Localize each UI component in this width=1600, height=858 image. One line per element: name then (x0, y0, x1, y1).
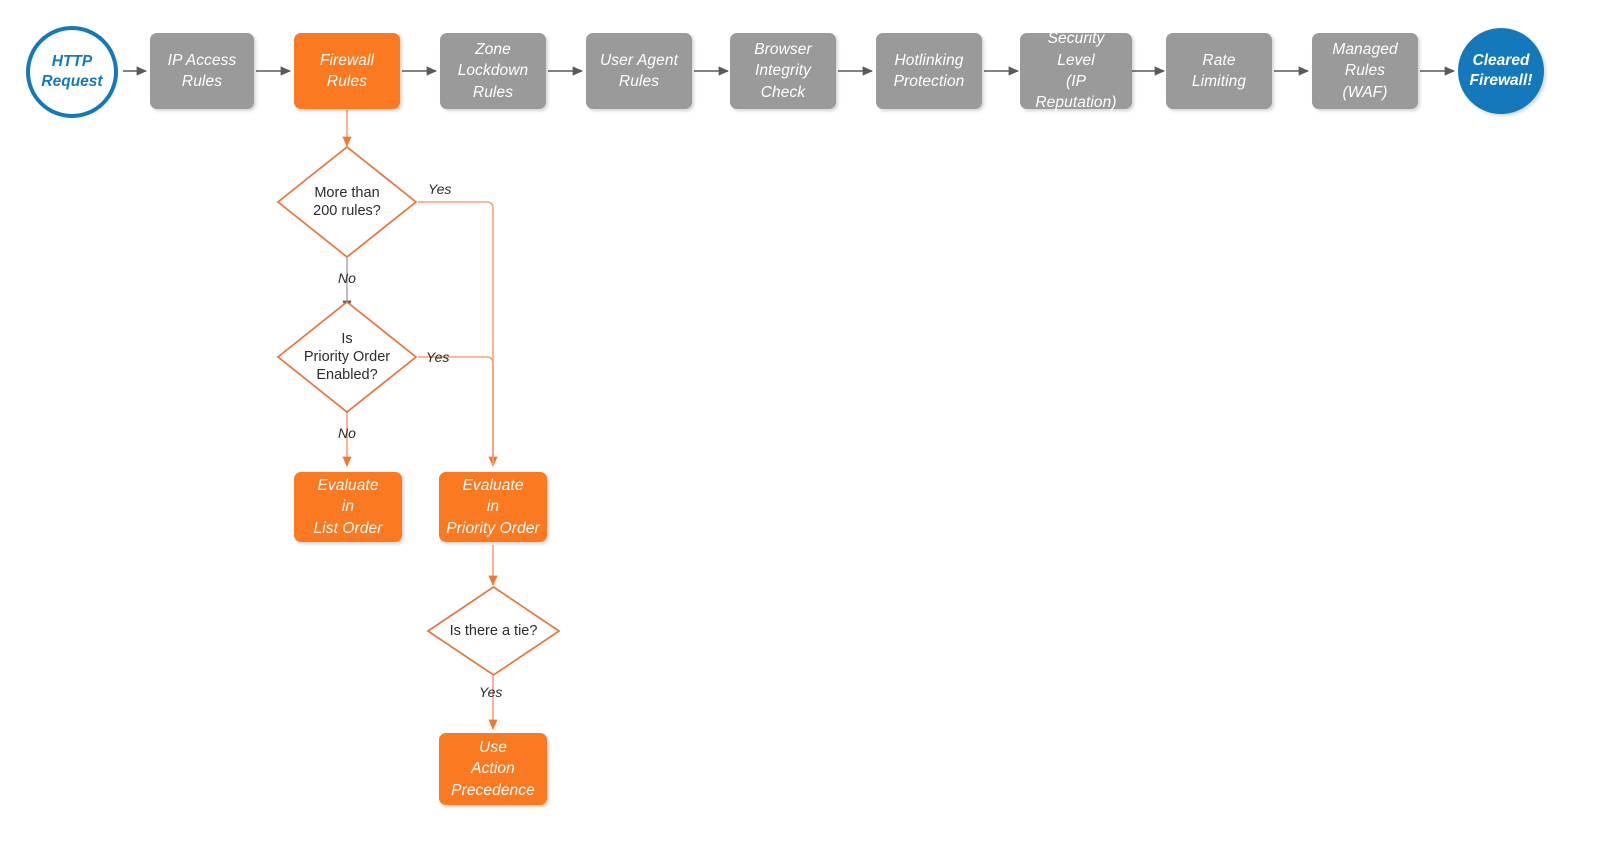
edge-label-rulecount-yes: Yes (428, 181, 452, 197)
node-managed-rules-waf-label: Managed Rules (WAF) (1332, 40, 1398, 101)
node-hotlinking-protection[interactable]: Hotlinking Protection (876, 33, 982, 109)
node-firewall-rules-label: Firewall Rules (319, 51, 375, 90)
decision-more-than-200-rules[interactable]: More than 200 rules? (276, 145, 418, 259)
edge-label-priority-no: No (338, 425, 356, 441)
edge-label-tie-yes: Yes (479, 684, 503, 700)
decision-is-there-a-tie-label: Is there a tie? (449, 622, 538, 639)
decision-more-than-200-rules-label: More than 200 rules? (313, 184, 381, 219)
edge-label-priority-yes: Yes (426, 349, 450, 365)
decision-is-there-a-tie[interactable]: Is there a tie? (426, 585, 561, 677)
node-use-action-precedence-label: Use Action Precedence (451, 738, 535, 799)
node-hotlinking-protection-label: Hotlinking Protection (893, 51, 965, 90)
node-evaluate-in-list-order[interactable]: Evaluate in List Order (294, 472, 402, 542)
node-managed-rules-waf[interactable]: Managed Rules (WAF) (1312, 33, 1418, 109)
node-user-agent-rules-label: User Agent Rules (600, 51, 678, 90)
node-evaluate-in-priority-order-label: Evaluate in Priority Order (446, 476, 540, 537)
node-http-request-label: HTTP Request (41, 52, 103, 90)
node-user-agent-rules[interactable]: User Agent Rules (586, 33, 692, 109)
node-cleared-firewall[interactable]: Cleared Firewall! (1458, 28, 1544, 114)
node-zone-lockdown-rules-label: Zone Lockdown Rules (457, 40, 529, 101)
node-security-level[interactable]: Security Level (IP Reputation) (1020, 30, 1132, 111)
node-cleared-firewall-label: Cleared Firewall! (1469, 51, 1533, 89)
node-security-level-label: Security Level (IP Reputation) (1035, 30, 1117, 112)
node-firewall-rules[interactable]: Firewall Rules (294, 33, 400, 109)
node-use-action-precedence[interactable]: Use Action Precedence (439, 733, 547, 805)
node-http-request[interactable]: HTTP Request (26, 26, 118, 118)
node-browser-integrity-check[interactable]: Browser Integrity Check (730, 33, 836, 109)
decision-priority-order-enabled[interactable]: Is Priority Order Enabled? (276, 300, 418, 414)
node-rate-limiting-label: Rate Limiting (1191, 51, 1247, 90)
node-zone-lockdown-rules[interactable]: Zone Lockdown Rules (440, 33, 546, 109)
connector-rulecount-yes (418, 201, 498, 468)
edge-label-rulecount-no: No (338, 270, 356, 286)
node-browser-integrity-check-label: Browser Integrity Check (754, 40, 812, 101)
decision-priority-order-enabled-label: Is Priority Order Enabled? (303, 330, 391, 384)
node-evaluate-in-list-order-label: Evaluate in List Order (313, 476, 383, 537)
node-ip-access-rules-label: IP Access Rules (167, 51, 237, 90)
node-ip-access-rules[interactable]: IP Access Rules (150, 33, 254, 109)
node-rate-limiting[interactable]: Rate Limiting (1166, 33, 1272, 109)
node-evaluate-in-priority-order[interactable]: Evaluate in Priority Order (439, 472, 547, 542)
connector-priority-yes (418, 356, 494, 466)
